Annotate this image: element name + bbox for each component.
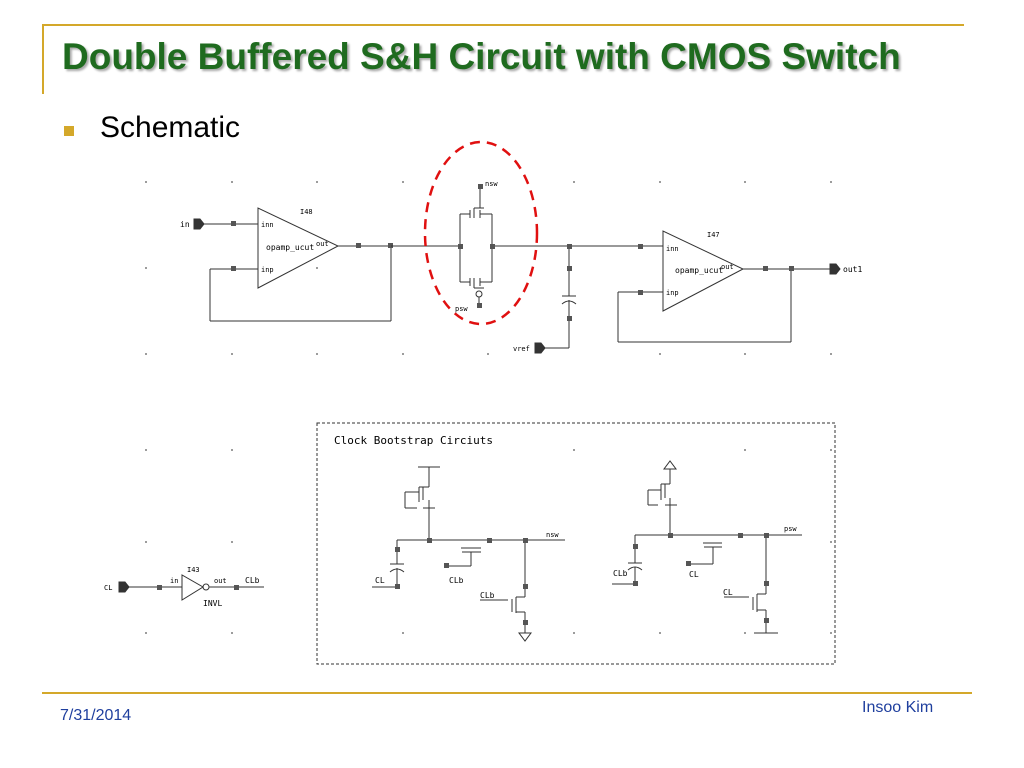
amp1-cell-label: opamp_ucut bbox=[266, 243, 314, 252]
net-label-in: in bbox=[180, 220, 190, 229]
left-rule bbox=[42, 24, 44, 94]
cmos-switch bbox=[391, 184, 663, 308]
grid-dots bbox=[145, 181, 832, 634]
bullet-square-icon bbox=[64, 126, 74, 136]
input-amplifier bbox=[193, 207, 393, 322]
amp2-inp-label: inp bbox=[666, 289, 679, 297]
amp2-instance-label: I47 bbox=[707, 231, 720, 239]
switch-nsw-label: nsw bbox=[485, 180, 498, 188]
amp1-inn-label: inn bbox=[261, 221, 274, 229]
footer-author: Insoo Kim bbox=[862, 699, 934, 716]
top-rule bbox=[42, 24, 964, 26]
amp1-inp-label: inp bbox=[261, 266, 274, 274]
amp2-out-label: out bbox=[721, 263, 734, 271]
boot2-cl-gate-label: CL bbox=[689, 570, 699, 579]
boot1-clb-gate-label: CLb bbox=[449, 576, 464, 585]
inv-clb-net-label: CLb bbox=[245, 576, 260, 585]
boot1-cl-label: CL bbox=[375, 576, 385, 585]
switch-psw-label: psw bbox=[455, 305, 468, 313]
boot1-nsw-label: nsw bbox=[546, 531, 559, 539]
hold-capacitor bbox=[534, 244, 577, 354]
footer-rule bbox=[42, 692, 972, 694]
clock-inverter bbox=[118, 574, 264, 601]
amp2-inn-label: inn bbox=[666, 245, 679, 253]
inv-in-pin-label: in bbox=[170, 577, 178, 585]
amp1-out-label: out bbox=[316, 240, 329, 248]
amp2-cell-label: opamp_ucut bbox=[675, 266, 723, 275]
slide-title: Double Buffered S&H Circuit with CMOS Sw… bbox=[62, 36, 901, 77]
inv-cell-label: INVL bbox=[203, 599, 222, 608]
footer-date: 7/31/2014 bbox=[60, 707, 132, 724]
bootstrap-box bbox=[316, 422, 836, 665]
boot1-clb-pulldown-label: CLb bbox=[480, 591, 495, 600]
bootstrap-circuit-nsw bbox=[372, 466, 565, 642]
inv-out-pin-label: out bbox=[214, 577, 227, 585]
bootstrap-circuit-psw bbox=[612, 460, 802, 634]
output-amplifier bbox=[617, 230, 841, 343]
boot2-clb-label: CLb bbox=[613, 569, 628, 578]
net-label-vref: vref bbox=[513, 345, 530, 353]
boot2-psw-label: psw bbox=[784, 525, 797, 533]
inv-cl-net-label: CL bbox=[104, 584, 112, 592]
amp1-instance-label: I48 bbox=[300, 208, 313, 216]
switch-highlight bbox=[423, 140, 539, 326]
net-label-out1: out1 bbox=[843, 265, 862, 274]
boot2-cl-pulldown-label: CL bbox=[723, 588, 733, 597]
bootstrap-title: Clock Bootstrap Circiuts bbox=[334, 434, 493, 447]
inv-instance-label: I43 bbox=[187, 566, 200, 574]
bullet-schematic: Schematic bbox=[100, 111, 241, 144]
